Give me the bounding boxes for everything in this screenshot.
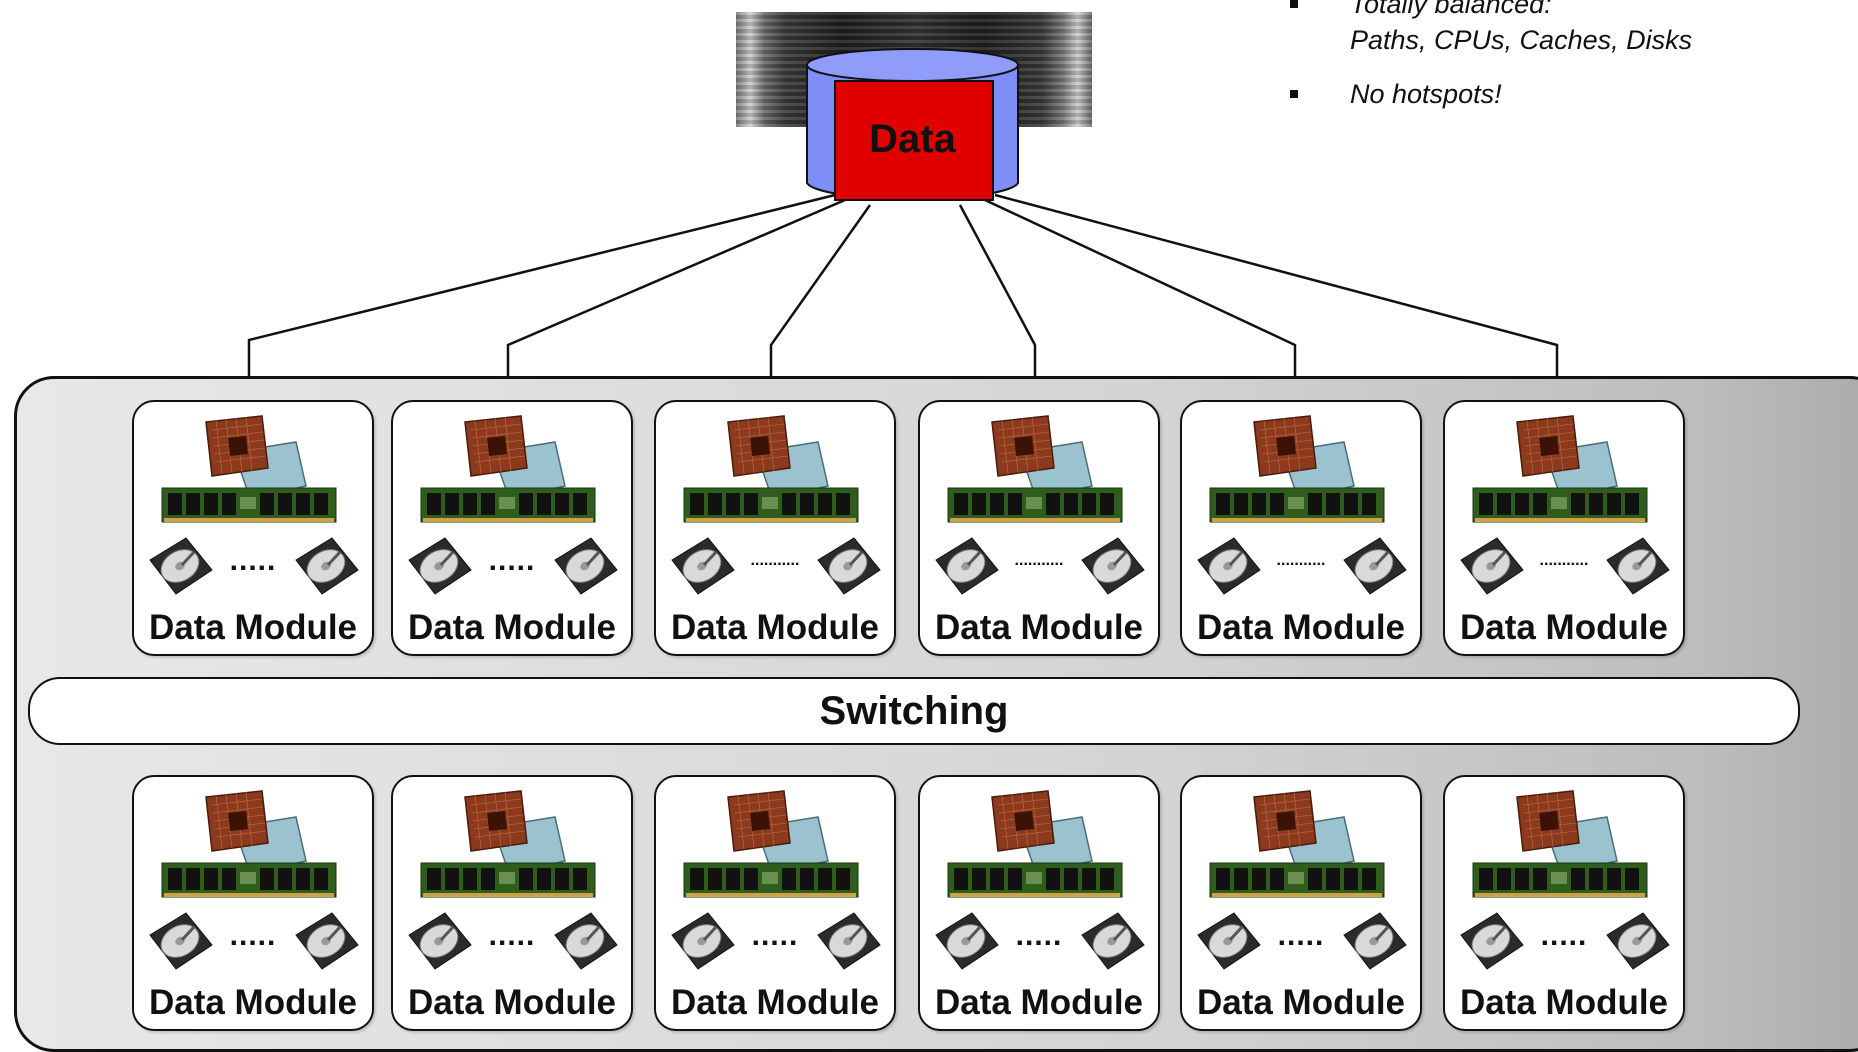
- square-bullet-icon: [1290, 0, 1298, 8]
- hard-disk-icon: [1343, 537, 1407, 595]
- hard-disk-icon: [1606, 912, 1670, 970]
- data-module-label: Data Module: [148, 983, 358, 1022]
- hard-disk-icon: [408, 537, 472, 595]
- hard-disk-icon: [554, 537, 618, 595]
- cpu-chip-icon: [1253, 790, 1355, 874]
- hard-disk-icon: [1460, 912, 1524, 970]
- memory-module-icon: [1472, 862, 1648, 898]
- cpu-chip-icon: [1516, 790, 1618, 874]
- cpu-chip-icon: [991, 415, 1093, 499]
- memory-module-icon: [420, 487, 596, 523]
- bullet-no-hotspots: No hotspots!: [1290, 76, 1850, 112]
- switching-fabric: Switching: [28, 677, 1800, 745]
- memory-module-icon: [161, 862, 337, 898]
- cpu-chip-icon: [205, 790, 307, 874]
- cpu-chip-icon: [464, 790, 566, 874]
- hard-disk-icon: [1460, 537, 1524, 595]
- disk-ellipsis: .....: [1277, 919, 1325, 952]
- cpu-chip-icon: [1516, 415, 1618, 499]
- feature-bullets: Totally balanced: Paths, CPUs, Caches, D…: [1290, 0, 1850, 130]
- hard-disk-icon: [817, 537, 881, 595]
- data-module: ..... Data Module: [391, 775, 633, 1031]
- memory-module-icon: [683, 487, 859, 523]
- bullet-balanced-subtext: Paths, CPUs, Caches, Disks: [1350, 25, 1693, 55]
- data-module: ..... Data Module: [1443, 775, 1685, 1031]
- hard-disk-icon: [671, 912, 735, 970]
- disk-ellipsis: .....: [229, 544, 277, 577]
- memory-module-icon: [683, 862, 859, 898]
- hard-disk-icon: [554, 912, 618, 970]
- data-module-label: Data Module: [934, 608, 1144, 647]
- hard-disk-icon: [935, 537, 999, 595]
- data-module-label: Data Module: [934, 983, 1144, 1022]
- disk-ellipsis: .....: [1015, 919, 1063, 952]
- memory-module-icon: [1472, 487, 1648, 523]
- data-module: ........... Data Module: [1443, 400, 1685, 656]
- hard-disk-icon: [1606, 537, 1670, 595]
- switching-label: Switching: [819, 689, 1009, 733]
- hard-disk-icon: [295, 912, 359, 970]
- data-module-label: Data Module: [670, 608, 880, 647]
- data-module: ..... Data Module: [918, 775, 1160, 1031]
- cpu-chip-icon: [727, 415, 829, 499]
- disk-ellipsis: ...........: [1014, 552, 1064, 569]
- cpu-chip-icon: [727, 790, 829, 874]
- hard-disk-icon: [408, 912, 472, 970]
- memory-module-icon: [1209, 862, 1385, 898]
- data-module: ........... Data Module: [654, 400, 896, 656]
- data-module: ..... Data Module: [1180, 775, 1422, 1031]
- disk-ellipsis: .....: [1540, 919, 1588, 952]
- hard-disk-icon: [1197, 537, 1261, 595]
- data-module: ........... Data Module: [918, 400, 1160, 656]
- data-module: ..... Data Module: [391, 400, 633, 656]
- hard-disk-icon: [1081, 537, 1145, 595]
- cpu-chip-icon: [205, 415, 307, 499]
- memory-module-icon: [1209, 487, 1385, 523]
- square-bullet-icon: [1290, 90, 1298, 98]
- database-cylinder-icon: [806, 48, 1019, 201]
- memory-module-icon: [420, 862, 596, 898]
- data-module-label: Data Module: [407, 983, 617, 1022]
- hard-disk-icon: [295, 537, 359, 595]
- hard-disk-icon: [1343, 912, 1407, 970]
- data-module-label: Data Module: [670, 983, 880, 1022]
- data-module: ........... Data Module: [1180, 400, 1422, 656]
- hard-disk-icon: [817, 912, 881, 970]
- data-module-label: Data Module: [1196, 983, 1406, 1022]
- cpu-chip-icon: [991, 790, 1093, 874]
- data-cylinder: Data: [805, 47, 1020, 203]
- storage-label: Data: [869, 117, 956, 161]
- hard-disk-icon: [935, 912, 999, 970]
- disk-ellipsis: .....: [488, 544, 536, 577]
- data-module-label: Data Module: [407, 608, 617, 647]
- memory-module-icon: [947, 487, 1123, 523]
- disk-ellipsis: ...........: [1276, 552, 1326, 569]
- disk-ellipsis: .....: [751, 919, 799, 952]
- cpu-chip-icon: [464, 415, 566, 499]
- data-module-label: Data Module: [1459, 983, 1669, 1022]
- hard-disk-icon: [1081, 912, 1145, 970]
- bullet-no-hotspots-text: No hotspots!: [1350, 79, 1502, 109]
- hard-disk-icon: [149, 912, 213, 970]
- hard-disk-icon: [149, 537, 213, 595]
- data-module-label: Data Module: [148, 608, 358, 647]
- hard-disk-icon: [1197, 912, 1261, 970]
- data-module-label: Data Module: [1459, 608, 1669, 647]
- disk-ellipsis: .....: [229, 919, 277, 952]
- disk-ellipsis: .....: [488, 919, 536, 952]
- bullet-balanced: Totally balanced: Paths, CPUs, Caches, D…: [1290, 0, 1850, 58]
- bullet-balanced-text: Totally balanced:: [1350, 0, 1552, 19]
- memory-module-icon: [161, 487, 337, 523]
- data-module: ..... Data Module: [654, 775, 896, 1031]
- disk-ellipsis: ...........: [1539, 552, 1589, 569]
- hard-disk-icon: [671, 537, 735, 595]
- data-module: ..... Data Module: [132, 400, 374, 656]
- disk-ellipsis: ...........: [750, 552, 800, 569]
- data-module-label: Data Module: [1196, 608, 1406, 647]
- data-module: ..... Data Module: [132, 775, 374, 1031]
- cpu-chip-icon: [1253, 415, 1355, 499]
- memory-module-icon: [947, 862, 1123, 898]
